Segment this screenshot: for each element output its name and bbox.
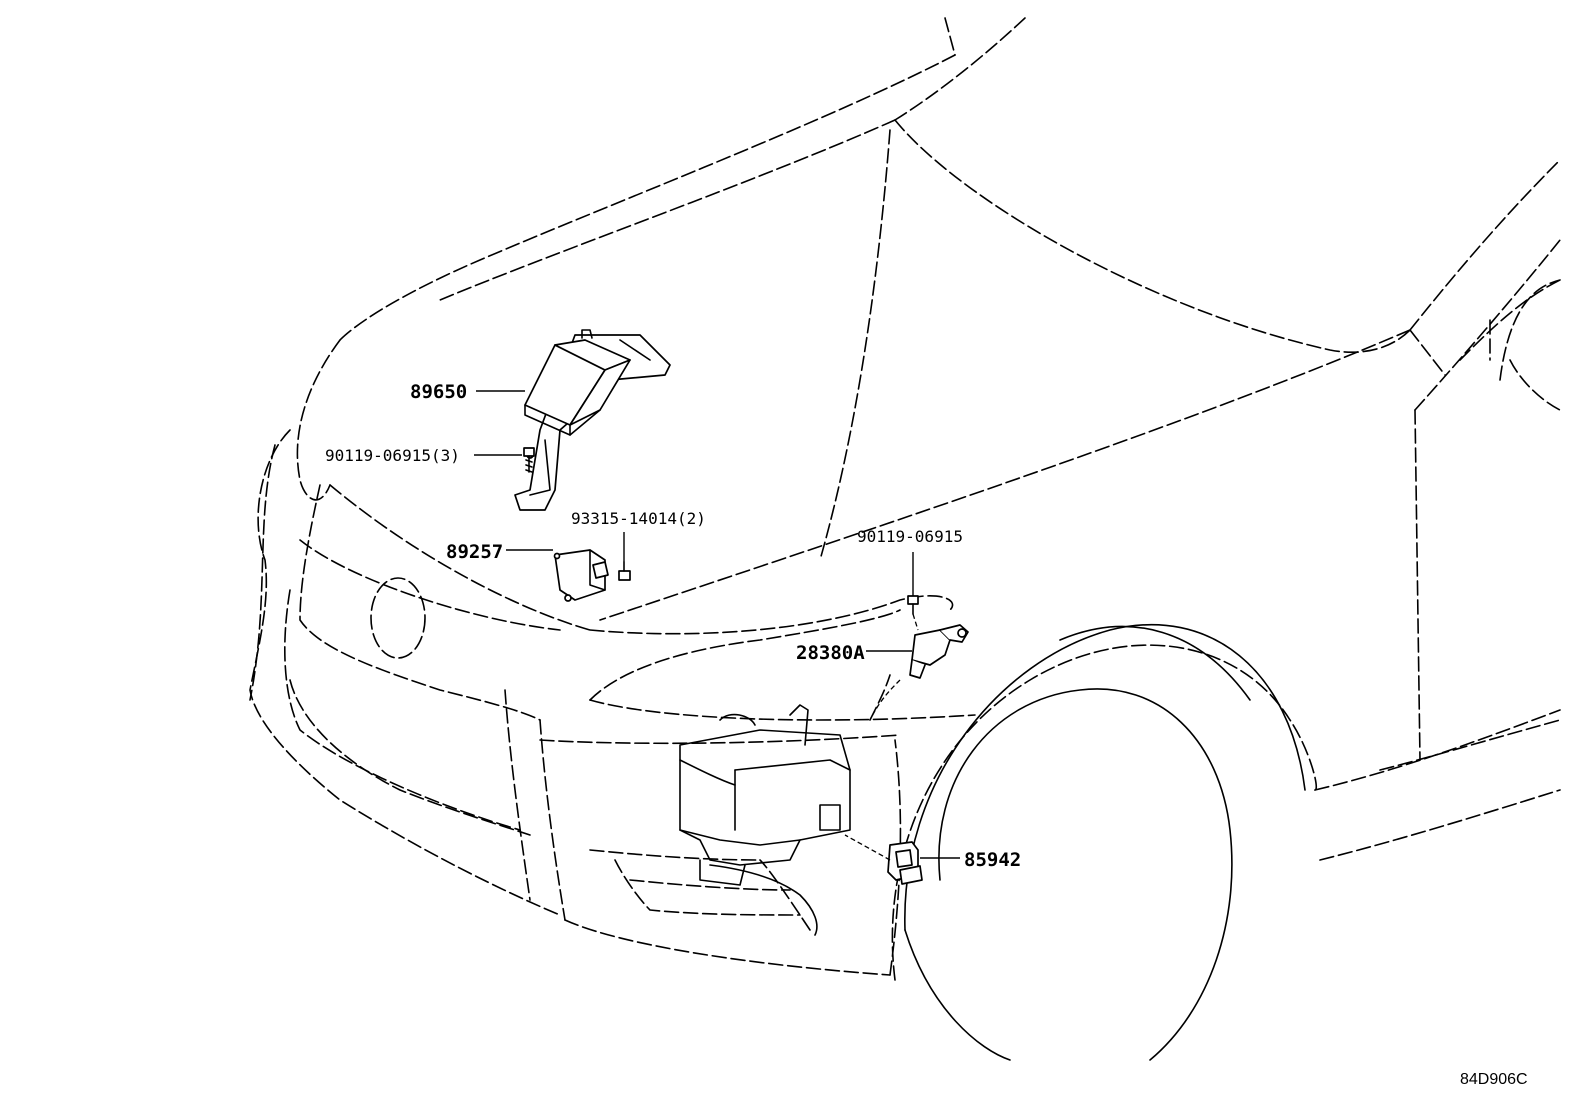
ecu-with-bracket (514, 329, 671, 511)
front-tire (904, 623, 1306, 1061)
diagram-code: 84D906C (1460, 1071, 1528, 1088)
callout-90119-06915: 90119-06915 (857, 527, 963, 546)
callout-85942: 85942 (964, 849, 1021, 871)
callout-28380a: 28380A (796, 642, 865, 664)
callout-90119-06915-3: 90119-06915(3) (325, 446, 460, 465)
vehicle-outline (249, 17, 1561, 981)
bolt-fastener (907, 595, 919, 615)
washer-tank (679, 704, 851, 936)
callout-89257: 89257 (446, 541, 503, 563)
yaw-sensor (553, 549, 609, 602)
tapping-screw (618, 561, 631, 581)
callout-labels: 89650 90119-06915(3) 93315-14014(2) 8925… (325, 381, 1528, 1088)
actuator-sensor (909, 624, 969, 679)
leader-lines (474, 390, 960, 861)
ecu-bolt (523, 447, 535, 473)
connector (887, 841, 923, 885)
callout-93315-14014-2: 93315-14014(2) (571, 509, 706, 528)
callout-89650: 89650 (410, 381, 467, 403)
